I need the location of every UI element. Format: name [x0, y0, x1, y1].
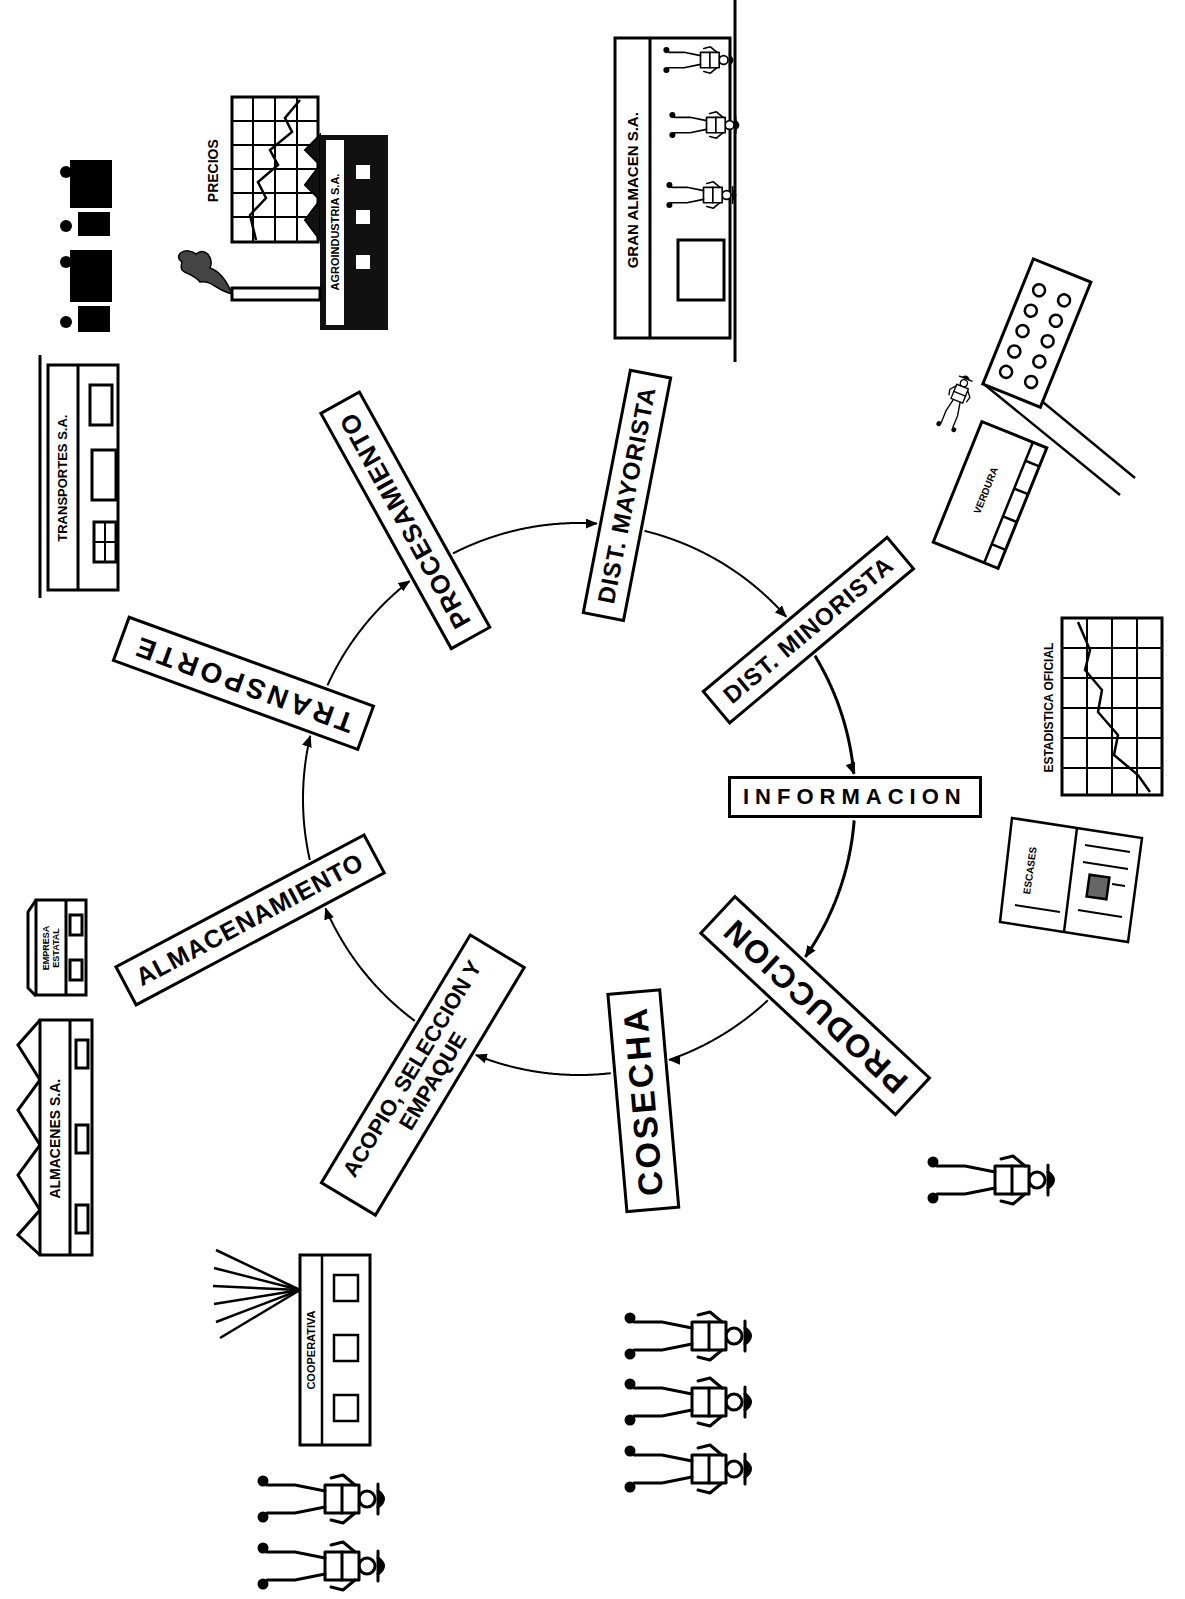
cycle-arrow [303, 736, 310, 860]
cycle-arrow [669, 1000, 768, 1060]
stage-box: TRANSPORTE [111, 615, 375, 751]
sign-label: COOPERATIVA [305, 1309, 317, 1392]
cycle-arrow [328, 581, 410, 685]
stage-text: PRODUCCION [716, 911, 915, 1100]
cooperative-building [213, 1250, 370, 1445]
trucks [60, 160, 112, 332]
stage-text: ALMACENAMIENTO [131, 848, 368, 991]
sign-label: AGROINDUSTRIA S.A. [329, 172, 341, 293]
department-store [615, 0, 735, 362]
sign-label: ALMACENES S.A. [48, 1076, 63, 1200]
sign-label: VERDURA [970, 463, 1000, 517]
cycle-arrow [815, 656, 854, 774]
factory [179, 135, 388, 330]
stage-box: PROCESAMIENTO [319, 389, 492, 650]
cycle-arrow [453, 523, 597, 554]
newspaper [1000, 818, 1142, 942]
stage-text: ACOPIO, SELECCION Y EMPAQUE [335, 950, 511, 1199]
sign-label: EMPRESA ESTATAL [42, 916, 62, 980]
stage-box: DIST. MAYORISTA [582, 368, 673, 622]
market-stall [933, 259, 1135, 569]
stage-box: PRODUCCION [698, 894, 931, 1116]
stage-box: INFORMACION [728, 776, 982, 818]
sign-label: TRANSPORTES S.A. [56, 413, 70, 544]
statistics-chart [1062, 618, 1162, 795]
warehouse-building [18, 1020, 92, 1255]
state-company-building [28, 900, 86, 996]
workers [259, 1156, 1054, 1590]
stage-text: COSECHA [616, 1003, 670, 1197]
stage-box: ACOPIO, SELECCION Y EMPAQUE [319, 933, 526, 1217]
stage-text: INFORMACION [743, 785, 967, 809]
stage-box: ALMACENAMIENTO [114, 833, 386, 1006]
stage-box: DIST. MINORISTA [701, 535, 916, 725]
cycle-arrow [805, 820, 854, 957]
transport-building [40, 355, 118, 598]
stage-text: PROCESAMIENTO [334, 407, 476, 633]
stage-text: DIST. MAYORISTA [593, 385, 661, 606]
sign-label: ESTADISTICA OFICIAL [1043, 640, 1056, 774]
sign-label: GRAN ALMACEN S.A. [625, 110, 642, 270]
stage-box: COSECHA [606, 988, 680, 1213]
cycle-arrow [645, 531, 787, 617]
cycle-arrow [326, 908, 415, 1020]
cycle-arrow [476, 1055, 611, 1075]
stage-text: TRANSPORTE [128, 629, 357, 738]
stage-text: DIST. MINORISTA [718, 552, 898, 709]
sign-label: ESCASES [1021, 844, 1039, 897]
sign-label: PRECIOS [205, 137, 220, 204]
